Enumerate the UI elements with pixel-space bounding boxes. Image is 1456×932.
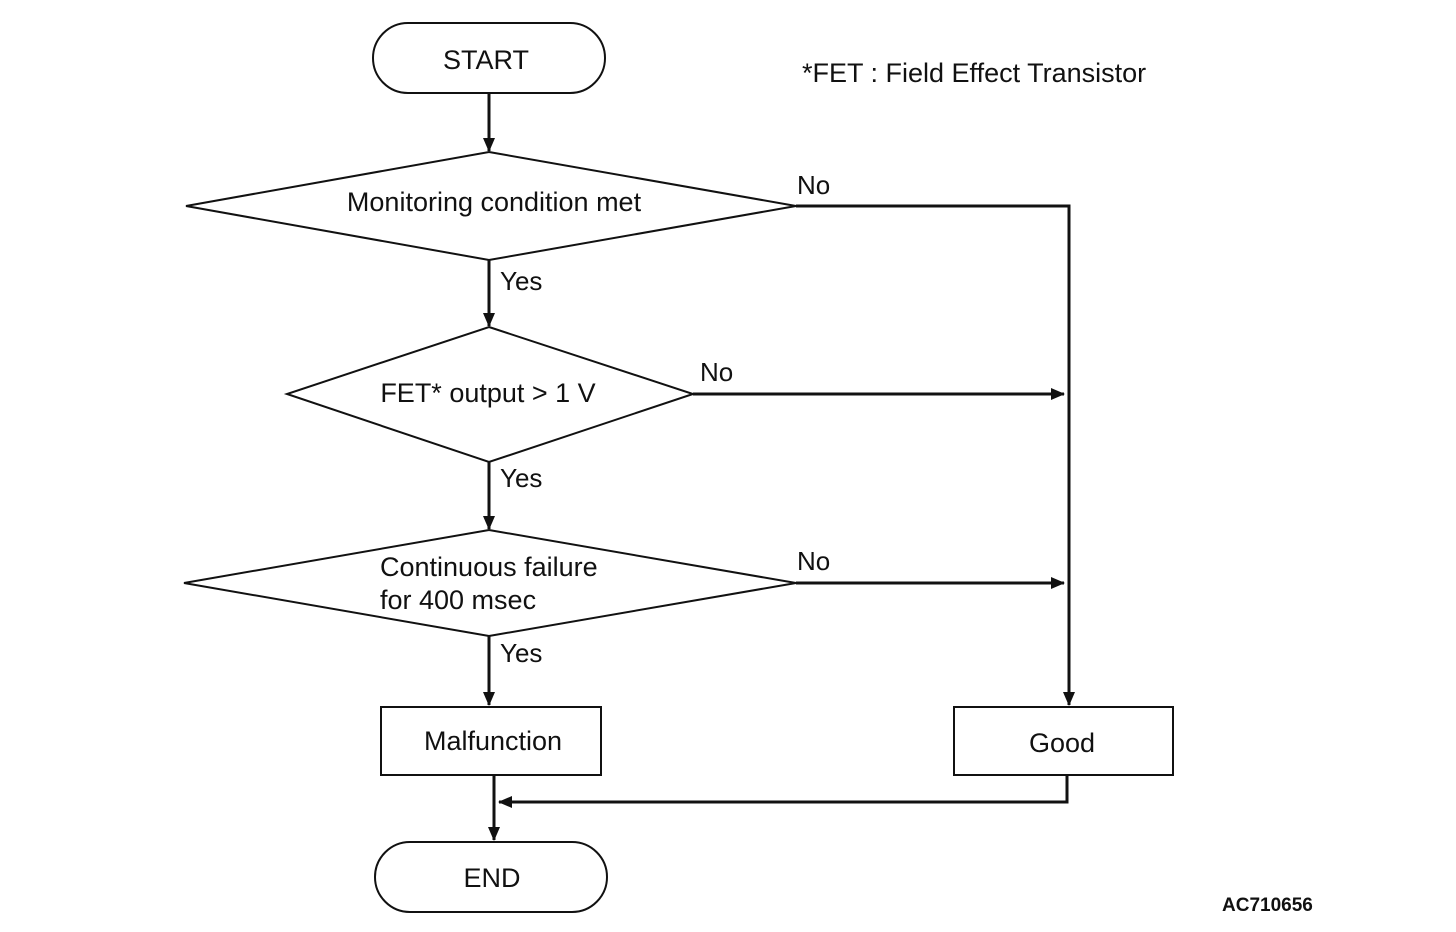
malfunction-label: Malfunction [424,726,562,756]
d1-no-label: No [797,170,830,200]
start-label: START [443,45,529,75]
start-node: START [372,22,606,94]
end-node: END [374,841,608,913]
edge-good-to-end [498,775,1069,808]
figure-code: AC710656 [1222,895,1313,916]
good-label: Good [1029,728,1095,758]
decision-continuous-label-line2: for 400 msec [380,585,536,615]
d3-yes-label: Yes [500,638,542,668]
decision-continuous-label-line1: Continuous failure [380,552,598,582]
decision-monitoring-condition: Monitoring condition met [185,150,797,262]
edge-d1-no [796,204,1075,706]
decision-fet-output: FET* output > 1 V [283,325,697,464]
d2-no-label: No [700,357,733,387]
decision-fet-label: FET* output > 1 V [380,378,595,408]
good-node: Good [953,706,1174,776]
decision-continuous-failure: Continuous failure for 400 msec [183,528,797,638]
decision-monitoring-label: Monitoring condition met [347,187,642,217]
fet-footnote: *FET : Field Effect Transistor [802,58,1146,88]
d3-no-label: No [797,546,830,576]
end-label: END [463,863,520,893]
d2-yes-label: Yes [500,463,542,493]
d1-yes-label: Yes [500,266,542,296]
malfunction-node: Malfunction [380,706,602,776]
